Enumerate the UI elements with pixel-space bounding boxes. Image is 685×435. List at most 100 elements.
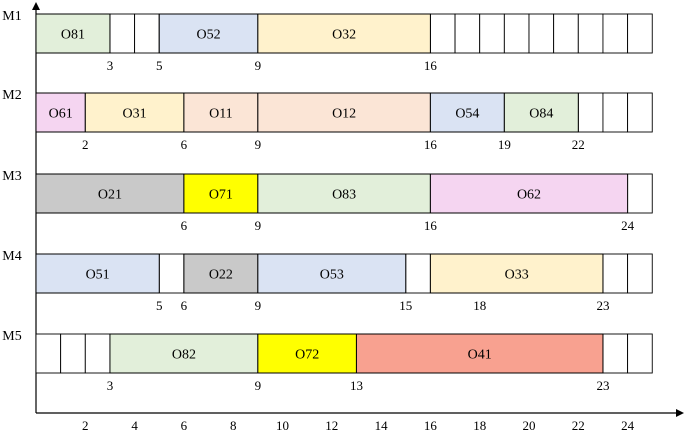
operation-label: O84 xyxy=(529,107,553,122)
y-axis-arrow-icon xyxy=(32,2,40,10)
empty-time-slot xyxy=(405,253,431,294)
operation-label: O62 xyxy=(517,188,541,203)
empty-time-slot xyxy=(577,13,604,54)
time-label: 2 xyxy=(82,137,89,152)
empty-time-slot xyxy=(35,333,62,374)
operation-label: O31 xyxy=(123,107,147,122)
x-tick-label: 6 xyxy=(181,418,188,433)
empty-time-slot xyxy=(429,13,456,54)
time-label: 9 xyxy=(255,218,262,233)
time-label: 15 xyxy=(399,298,412,313)
time-label: 3 xyxy=(107,58,114,73)
operation-bar xyxy=(183,92,259,133)
x-tick-label: 8 xyxy=(230,418,237,433)
operation-label: O32 xyxy=(332,28,356,43)
operation-block-o41: O41 xyxy=(355,333,604,374)
operation-bar xyxy=(35,253,160,294)
machine-label: M5 xyxy=(2,329,21,344)
operation-bar xyxy=(257,173,431,214)
operation-block-o71: O71 xyxy=(183,173,259,214)
operation-label: O61 xyxy=(49,107,73,122)
operation-block-o21: O21 xyxy=(35,173,185,214)
x-tick-label: 16 xyxy=(424,418,438,433)
operation-label: O72 xyxy=(295,348,319,363)
operation-bar xyxy=(429,253,604,294)
time-label: 9 xyxy=(255,378,262,393)
empty-time-slot xyxy=(134,13,160,54)
empty-time-slot xyxy=(627,173,653,214)
operation-bar xyxy=(429,173,629,214)
x-tick-label: 14 xyxy=(375,418,389,433)
operation-block-o33: O33 xyxy=(429,253,604,294)
x-tick-label: 4 xyxy=(131,418,138,433)
operation-bar xyxy=(35,13,111,54)
x-tick-label: 18 xyxy=(473,418,486,433)
x-tick-label: 2 xyxy=(82,418,89,433)
time-label: 16 xyxy=(424,218,438,233)
operation-block-o22: O22 xyxy=(183,253,259,294)
operation-label: O82 xyxy=(172,348,196,363)
operation-block-o51: O51 xyxy=(35,253,160,294)
empty-time-slot xyxy=(602,92,629,133)
operation-label: O52 xyxy=(196,28,220,43)
operation-block-o61: O61 xyxy=(35,92,86,133)
empty-time-slot xyxy=(158,253,185,294)
time-label: 9 xyxy=(255,58,262,73)
empty-time-slot xyxy=(84,333,111,374)
operation-label: O11 xyxy=(209,107,233,122)
operation-label: O83 xyxy=(332,188,356,203)
time-label: 9 xyxy=(255,137,262,152)
empty-time-slot xyxy=(60,333,86,374)
empty-time-slot xyxy=(503,13,530,54)
operation-block-o32: O32 xyxy=(257,13,431,54)
machine-label: M3 xyxy=(2,169,21,184)
operation-block-o84: O84 xyxy=(503,92,579,133)
time-label: 23 xyxy=(596,298,609,313)
x-tick-label: 10 xyxy=(276,418,289,433)
operation-label: O41 xyxy=(468,348,492,363)
operation-block-o62: O62 xyxy=(429,173,629,214)
operation-bar xyxy=(257,333,357,374)
operation-block-o31: O31 xyxy=(84,92,185,133)
operation-bar xyxy=(183,173,259,214)
operation-block-o81: O81 xyxy=(35,13,111,54)
time-label: 13 xyxy=(350,378,363,393)
operation-bar xyxy=(257,92,431,133)
operation-bar xyxy=(35,173,185,214)
machine-label: M1 xyxy=(2,9,21,24)
empty-time-slot xyxy=(577,92,604,133)
x-tick-label: 20 xyxy=(523,418,536,433)
empty-time-slot xyxy=(627,92,653,133)
x-tick-label: 22 xyxy=(572,418,585,433)
empty-time-slot xyxy=(109,13,136,54)
time-label: 24 xyxy=(621,218,635,233)
operation-label: O71 xyxy=(209,188,233,203)
time-label: 6 xyxy=(181,137,188,152)
operation-bar xyxy=(109,333,259,374)
empty-time-slot xyxy=(627,333,653,374)
empty-time-slot xyxy=(627,13,653,54)
time-label: 16 xyxy=(424,58,438,73)
machine-label: M2 xyxy=(2,88,21,103)
time-label: 5 xyxy=(156,58,163,73)
empty-time-slot xyxy=(454,13,481,54)
empty-time-slot xyxy=(602,253,629,294)
operation-block-o83: O83 xyxy=(257,173,431,214)
operation-block-o53: O53 xyxy=(257,253,407,294)
empty-time-slot xyxy=(553,13,579,54)
time-label: 3 xyxy=(107,378,114,393)
operation-block-o52: O52 xyxy=(158,13,259,54)
time-label: 23 xyxy=(596,378,609,393)
operation-label: O81 xyxy=(61,28,85,43)
operation-bar xyxy=(355,333,604,374)
machine-label: M4 xyxy=(2,249,21,264)
operation-bar xyxy=(503,92,579,133)
empty-time-slot xyxy=(602,333,629,374)
operation-label: O21 xyxy=(98,188,122,203)
